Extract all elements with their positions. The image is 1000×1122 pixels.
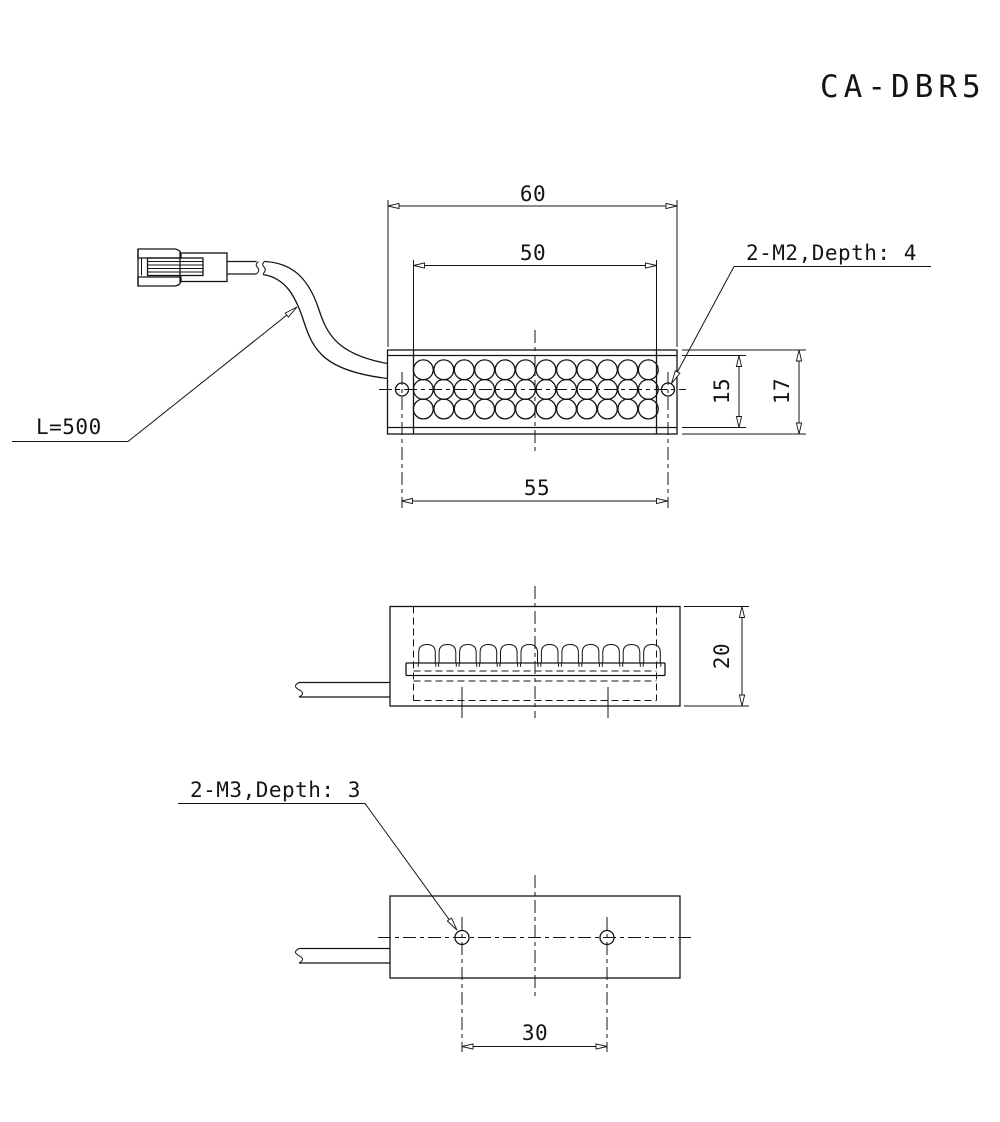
led-dome bbox=[500, 643, 518, 663]
cable bbox=[227, 260, 388, 380]
cable-break-mark bbox=[295, 948, 303, 964]
thread-label-m2: 2-M2,Depth: 4 bbox=[746, 241, 917, 265]
top-view-body-outline bbox=[386, 349, 678, 435]
led-lens bbox=[535, 398, 557, 420]
thread-leader-m3: 2-M3,Depth: 3 bbox=[178, 778, 458, 931]
led-lens bbox=[555, 398, 578, 420]
cable-length-leader: L=500 bbox=[12, 306, 298, 442]
hole-centerlines bbox=[401, 372, 669, 508]
dim-17: 17 bbox=[682, 349, 806, 435]
led-lens bbox=[637, 359, 659, 381]
connector-contact-pins bbox=[147, 261, 203, 273]
dim-60: 60 bbox=[387, 182, 678, 347]
top-view: 60 50 55 15 bbox=[379, 182, 931, 508]
cable-break-mark bbox=[255, 261, 260, 275]
led-lens bbox=[596, 359, 618, 381]
led-dome bbox=[459, 643, 477, 663]
led-lens bbox=[453, 359, 475, 381]
thread-leader-m2: 2-M2,Depth: 4 bbox=[671, 241, 931, 384]
led-lens bbox=[412, 359, 434, 381]
led-lens bbox=[514, 398, 537, 420]
dim-20-text: 20 bbox=[710, 643, 734, 669]
led-dome bbox=[602, 643, 620, 663]
leader-arrowhead bbox=[671, 370, 681, 384]
dim-55: 55 bbox=[401, 476, 668, 505]
led-lens bbox=[412, 398, 434, 420]
dim-15: 15 bbox=[682, 355, 746, 428]
leader-arrowhead bbox=[446, 917, 458, 931]
led-dome bbox=[643, 643, 661, 663]
led-dome bbox=[479, 643, 498, 663]
cable-curve-lower bbox=[262, 273, 388, 380]
led-lens bbox=[494, 398, 516, 420]
bottom-view: 2-M3,Depth: 3 30 bbox=[178, 778, 693, 1052]
cable-break-mark bbox=[295, 682, 303, 698]
led-lens bbox=[596, 398, 618, 420]
led-lens bbox=[474, 398, 496, 420]
dim-20: 20 bbox=[684, 606, 749, 707]
connector-boot bbox=[179, 252, 228, 283]
led-lens bbox=[433, 398, 455, 420]
thread-label-m3: 2-M3,Depth: 3 bbox=[190, 778, 361, 802]
led-dome bbox=[418, 643, 436, 663]
dim-17-text: 17 bbox=[770, 378, 794, 404]
led-lens bbox=[453, 398, 475, 420]
cable-stub-bottom bbox=[295, 947, 390, 964]
hole-centerlines bbox=[461, 917, 608, 1052]
led-lens bbox=[617, 398, 639, 420]
dim-50: 50 bbox=[413, 241, 657, 351]
dim-15-text: 15 bbox=[710, 378, 734, 404]
led-lens bbox=[535, 359, 557, 381]
led-dome bbox=[561, 643, 579, 663]
part-number-title: CA-DBR5 bbox=[820, 69, 986, 105]
led-dome bbox=[581, 643, 600, 663]
hole-center-ticks bbox=[461, 687, 609, 718]
front-view: 20 bbox=[295, 586, 749, 718]
led-dome bbox=[438, 643, 457, 663]
dim-55-text: 55 bbox=[524, 476, 550, 500]
led-lens bbox=[514, 359, 537, 381]
connector-contacts-block bbox=[146, 257, 204, 277]
hidden-window-edges bbox=[413, 606, 657, 701]
cable-stub-front bbox=[295, 681, 390, 698]
led-lens bbox=[576, 359, 598, 381]
led-lens bbox=[576, 398, 598, 420]
led-lens bbox=[494, 359, 516, 381]
dim-30-text: 30 bbox=[522, 1021, 548, 1045]
dim-50-text: 50 bbox=[520, 241, 546, 265]
cable-length-label: L=500 bbox=[36, 415, 102, 439]
dim-30: 30 bbox=[461, 1021, 608, 1050]
led-dome bbox=[540, 643, 559, 663]
led-dome bbox=[622, 643, 641, 663]
led-lens bbox=[474, 359, 496, 381]
connector-and-cable: L=500 bbox=[12, 248, 388, 442]
cable-curve-upper bbox=[264, 260, 388, 365]
led-dome bbox=[520, 643, 538, 663]
led-lens bbox=[433, 359, 455, 381]
rj-connector bbox=[137, 248, 228, 287]
led-lens bbox=[555, 359, 578, 381]
led-lens bbox=[617, 359, 639, 381]
cable-break-mark bbox=[262, 260, 266, 275]
led-lens bbox=[637, 398, 659, 420]
leader-arrowhead bbox=[284, 306, 298, 318]
dim-60-text: 60 bbox=[520, 182, 546, 206]
